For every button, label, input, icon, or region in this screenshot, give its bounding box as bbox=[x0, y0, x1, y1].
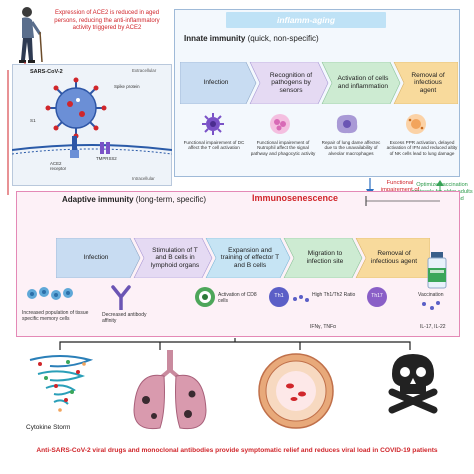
adaptive-step-4: Migration to infection site bbox=[292, 238, 362, 278]
memory-cells-caption: Increased population of tissue specific … bbox=[22, 310, 89, 322]
adaptive-step-4-shape bbox=[283, 238, 363, 278]
adaptive-step-3-label: Expansion and training of effector T and… bbox=[220, 246, 280, 269]
inflamm-aging-title: inflamm-aging bbox=[226, 12, 386, 28]
innate-immunity-bold: Innate immunity bbox=[184, 34, 246, 43]
innate-step-4: Removal of infectious agent bbox=[402, 62, 458, 104]
dendritic-cell-icon bbox=[202, 113, 224, 135]
vaccination-label: Vaccination bbox=[418, 292, 444, 298]
s1-label: S1 bbox=[30, 118, 36, 123]
adaptive-immunity-rest: (long-term, specific) bbox=[133, 195, 207, 204]
footer-conclusion: Anti-SARS-CoV-2 viral drugs and monoclon… bbox=[36, 447, 438, 454]
sars-cov-2-cell-diagram bbox=[12, 64, 172, 186]
elderly-person-icon bbox=[19, 7, 43, 63]
adaptive-step-2-label: Stimulation of T and B cells in lymphoid… bbox=[150, 246, 200, 269]
innate-step-3-label: Activation of cells and inflammation bbox=[337, 75, 389, 90]
innate-step-2: Recognition of pathogens by sensors bbox=[258, 62, 328, 104]
immunosenescence-title: Immunosenescence bbox=[252, 193, 339, 203]
ace2-label: ACE2 receptor bbox=[50, 161, 67, 171]
ifn-label: IFNγ, TNFα bbox=[310, 324, 336, 330]
cd8-cell-icon bbox=[195, 287, 215, 307]
antibody-icon bbox=[111, 285, 131, 310]
innate-step-3: Activation of cells and inflammation bbox=[330, 62, 400, 104]
innate-cell-caption-1: Functional impairement of DC affect the … bbox=[183, 140, 245, 151]
skull-icon bbox=[388, 354, 438, 414]
th1-label: Th1 bbox=[274, 293, 284, 299]
innate-cell-caption-2: Functional impairement of Nutrophil affe… bbox=[250, 140, 316, 156]
innate-steps-chevrons bbox=[180, 62, 458, 104]
innate-step-3-shape bbox=[321, 62, 401, 104]
innate-step-1: Infection bbox=[180, 62, 256, 104]
cytokine-storm-icon bbox=[29, 355, 94, 412]
adaptive-step-3: Expansion and training of effector T and… bbox=[214, 238, 290, 278]
th-ratio-text: High Th1/Th2 Ratio bbox=[312, 292, 356, 298]
il-label: IL-17, IL-22 bbox=[420, 324, 446, 330]
th17-label: Th17 bbox=[371, 293, 383, 299]
adaptive-step-5-label: Removal of infectious agent bbox=[370, 250, 418, 265]
adaptive-immunity-header: Adaptive immunity (long-term, specific) bbox=[62, 195, 206, 204]
ace2-note: Expression of ACE2 is reduced in aged pe… bbox=[54, 10, 160, 31]
cytokine-storm-label: Cytokine Storm bbox=[26, 424, 71, 431]
innate-step-1-shape bbox=[180, 62, 257, 104]
inhibition-line bbox=[365, 196, 440, 206]
small-dots-icon bbox=[293, 295, 309, 302]
antibody-caption: Decreased antibody affinity bbox=[102, 312, 147, 324]
lungs-icon bbox=[133, 350, 207, 430]
innate-immunity-header: Innate immunity (quick, non-specific) bbox=[184, 34, 319, 43]
macrophage-icon bbox=[336, 114, 358, 134]
adaptive-immunity-bold: Adaptive immunity bbox=[62, 195, 134, 204]
th-ratio-label: High Th1/Th2 Ratio bbox=[312, 292, 356, 298]
virus-name: SARS-CoV-2 bbox=[30, 69, 63, 75]
tmprss2-label: TMPRSS2 bbox=[96, 156, 117, 161]
adaptive-step-1-label: Infection bbox=[83, 254, 109, 262]
blood-vessel-icon bbox=[258, 353, 334, 429]
th1-cell-icon bbox=[269, 287, 289, 307]
tmprss2-icon bbox=[100, 142, 110, 154]
th17-cell-icon bbox=[367, 287, 387, 307]
adaptive-step-2: Stimulation of T and B cells in lymphoid… bbox=[142, 238, 212, 278]
adaptive-step-1-shape bbox=[56, 238, 141, 278]
extracellular-label: Extracellular bbox=[132, 68, 157, 73]
innate-step-4-label: Removal of infectious agent bbox=[411, 71, 445, 94]
adaptive-step-5: Removal of infectious agent bbox=[362, 238, 430, 278]
innate-step-2-shape bbox=[249, 62, 329, 104]
adaptive-step-3-shape bbox=[205, 238, 291, 278]
vaccine-vial-icon bbox=[427, 252, 447, 289]
innate-immunity-rest: (quick, non-specific) bbox=[245, 34, 319, 43]
adaptive-step-5-shape bbox=[355, 238, 430, 278]
bracket-lines bbox=[59, 338, 411, 350]
innate-cell-caption-3: Repair of lung dame affectec due to the … bbox=[321, 140, 381, 156]
cd8-caption: Activation of CD8 cells bbox=[218, 292, 257, 304]
innate-step-2-label: Recognition of pathogens by sensors bbox=[269, 71, 313, 94]
il-dots-icon bbox=[422, 301, 440, 310]
memory-cells-icon bbox=[27, 287, 73, 300]
innate-cell-caption-4: Excess PPR activation, delayed activatio… bbox=[386, 140, 458, 156]
intracellular-label: Intracellular bbox=[132, 176, 155, 181]
innate-step-4-shape bbox=[393, 62, 458, 104]
adaptive-step-2-shape bbox=[133, 238, 213, 278]
spike-label: Spike protein bbox=[114, 84, 140, 89]
adaptive-step-4-label: Migration to infection site bbox=[306, 250, 344, 265]
innate-step-1-label: Infection bbox=[203, 79, 229, 87]
nk-cell-icon bbox=[406, 114, 426, 134]
neutrophil-icon bbox=[270, 114, 290, 134]
adaptive-step-1: Infection bbox=[56, 238, 140, 278]
adaptive-steps-chevrons bbox=[56, 238, 430, 278]
ace2-receptor-icon bbox=[70, 136, 79, 158]
virus-icon bbox=[45, 77, 107, 139]
